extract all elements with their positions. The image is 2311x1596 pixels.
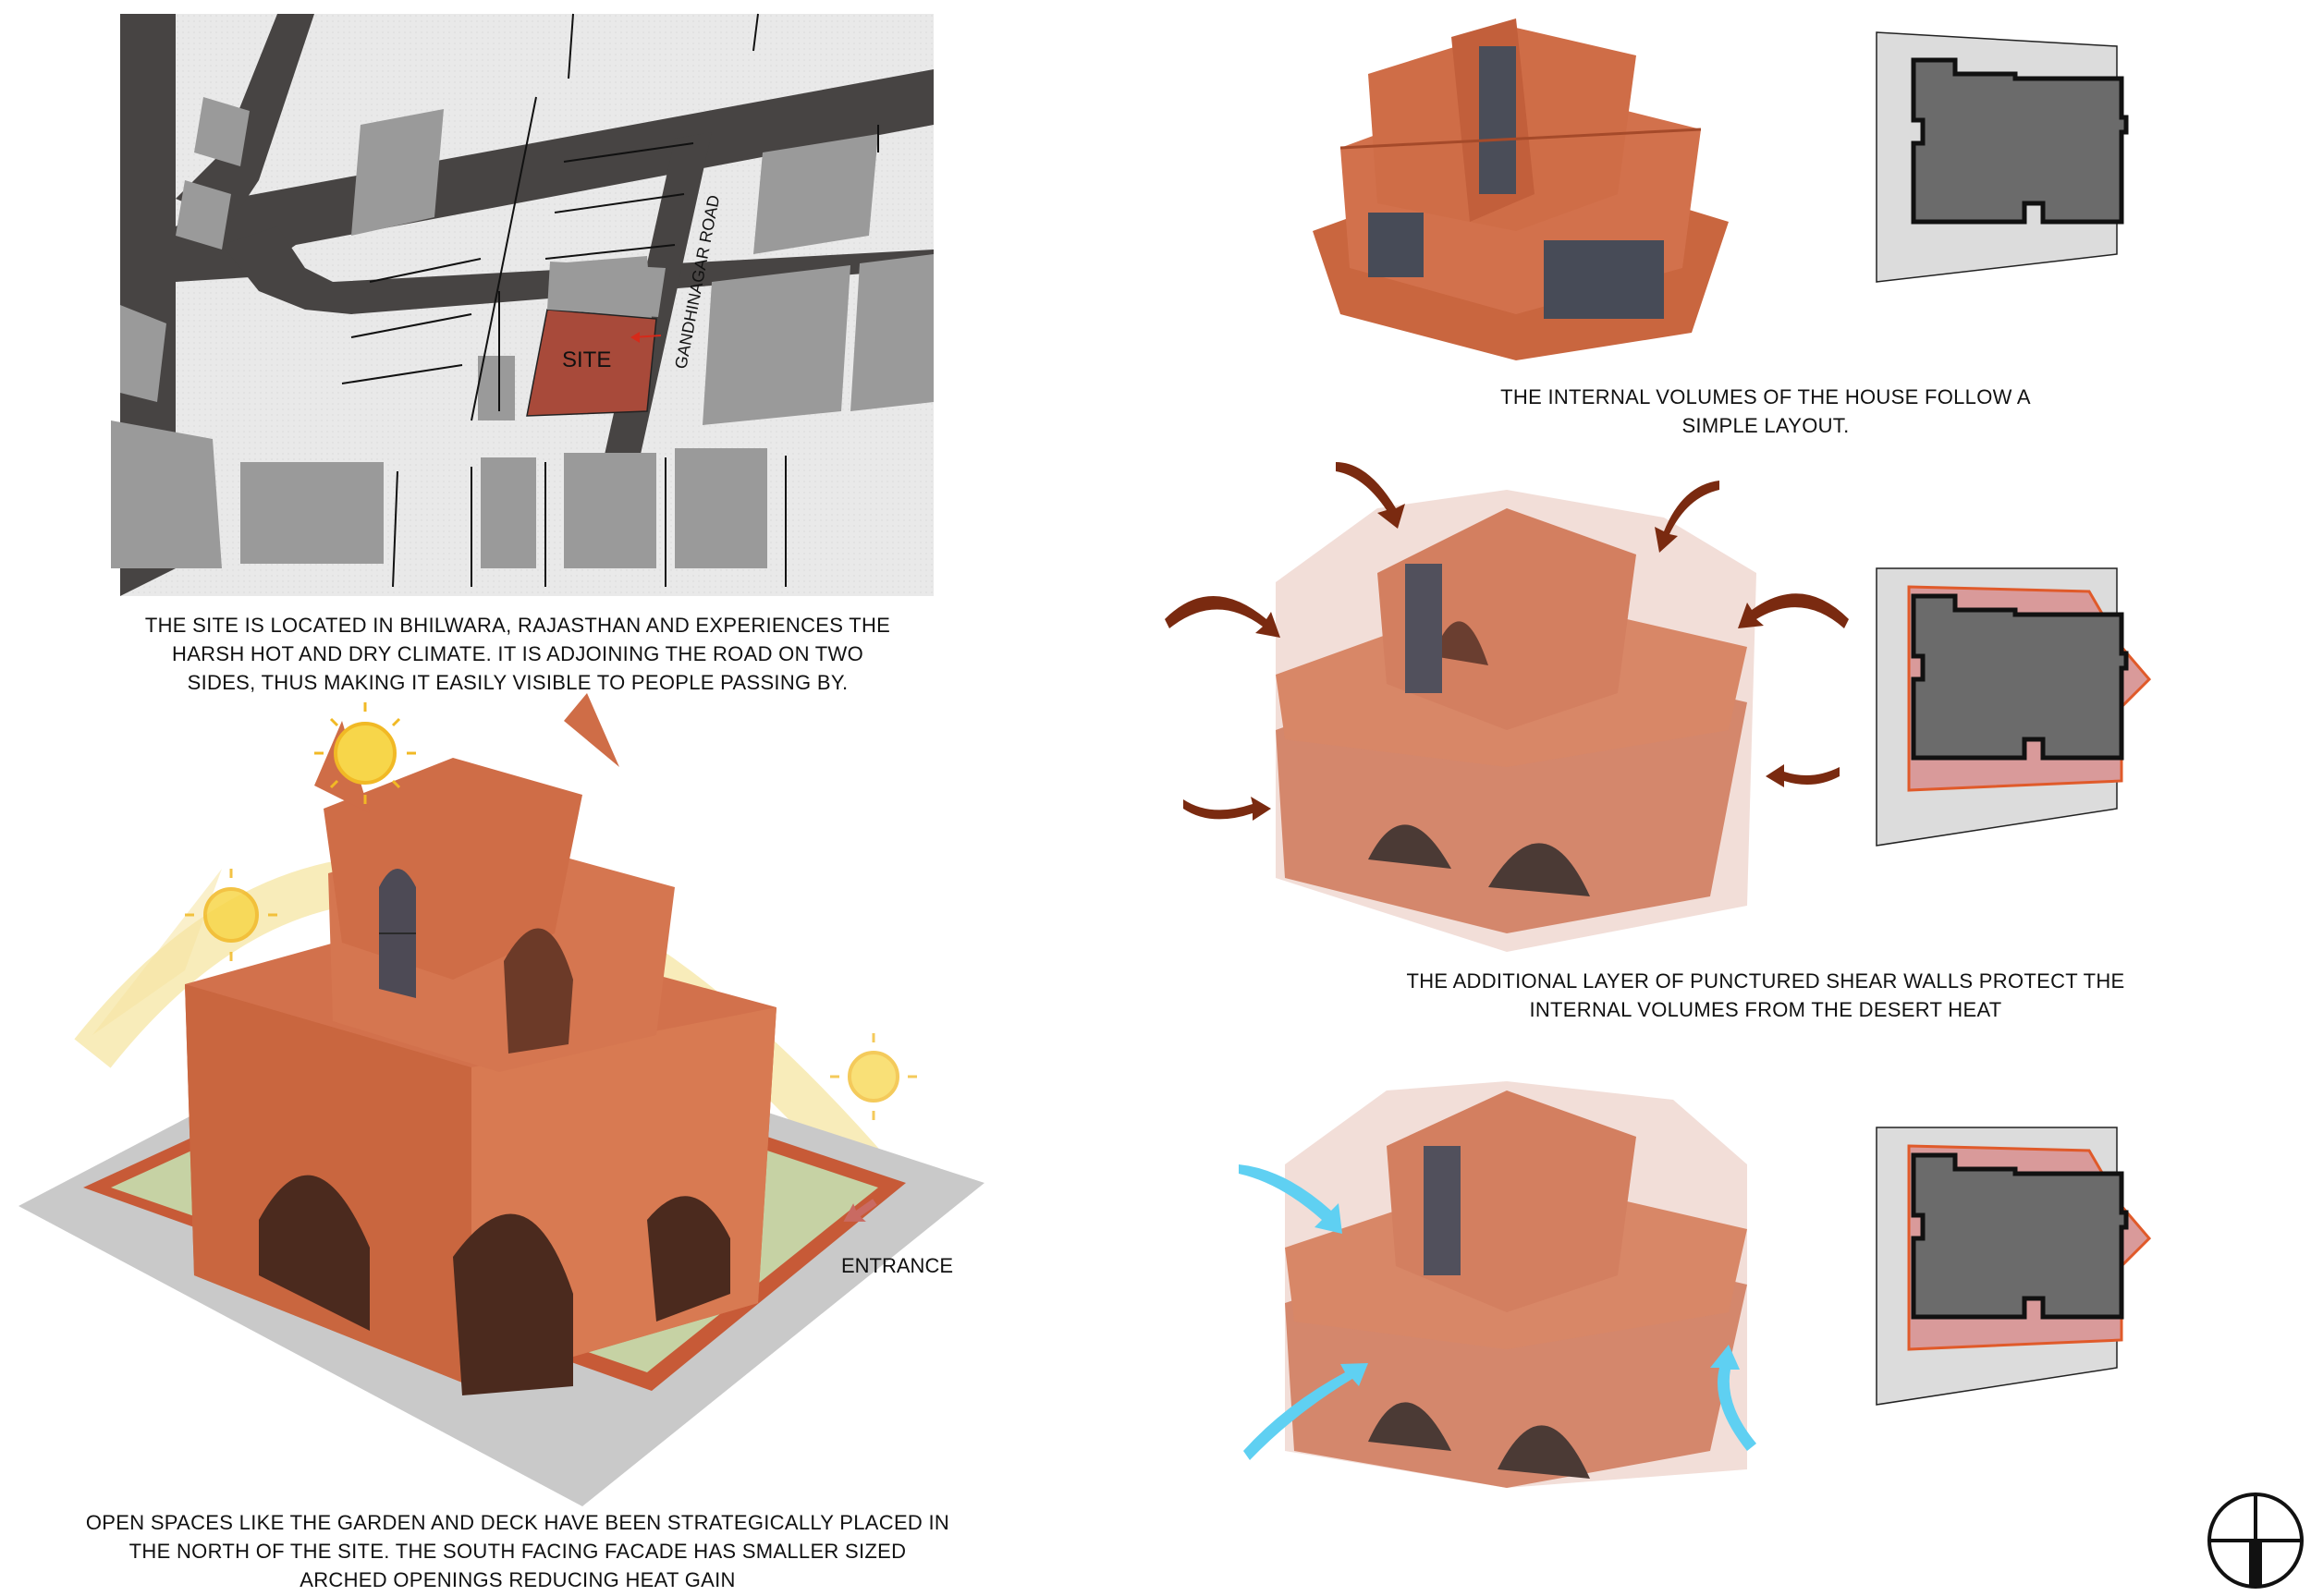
wind-arrow-icon (1165, 462, 1849, 821)
air-flow-arrow-icon (1239, 1164, 1756, 1460)
site-plot (526, 309, 657, 417)
adjacent-plot (547, 262, 666, 317)
shear-caption-line: THE ADDITIONAL LAYER OF PUNCTURED SHEAR … (1406, 969, 2125, 993)
entrance-label: ENTRANCE (841, 1254, 954, 1277)
site-caption-line: THE SITE IS LOCATED IN BHILWARA, RAJASTH… (144, 614, 891, 637)
shear-walls-model (1165, 462, 1849, 952)
garden-caption-line: ARCHED OPENINGS REDUCING HEAT GAIN (300, 1568, 736, 1591)
shear-caption-line: INTERNAL VOLUMES FROM THE DESERT HEAT (1529, 998, 2002, 1021)
site-pointer-head (630, 332, 640, 343)
house-model (185, 693, 776, 1395)
site-label: SITE (562, 347, 611, 372)
volumes-caption: THE INTERNAL VOLUMES OF THE HOUSE FOLLOW… (1414, 383, 2117, 440)
volumes-caption-line: THE INTERNAL VOLUMES OF THE HOUSE FOLLOW… (1500, 385, 2031, 408)
plot-lines (341, 13, 879, 588)
sun-rays (92, 869, 222, 1035)
shear-caption: THE ADDITIONAL LAYER OF PUNCTURED SHEAR … (1350, 967, 2182, 1024)
site-caption-line: SIDES, THUS MAKING IT EASILY VISIBLE TO … (187, 671, 849, 694)
garden-caption: OPEN SPACES LIKE THE GARDEN AND DECK HAV… (37, 1508, 998, 1594)
sun-icon (314, 702, 416, 804)
plan-footprint (1911, 1152, 2129, 1320)
plan-footprint (1911, 57, 2129, 225)
plan-footprint (1911, 593, 2129, 761)
site-caption-line: HARSH HOT AND DRY CLIMATE. IT IS ADJOINI… (172, 642, 863, 665)
site-caption: THE SITE IS LOCATED IN BHILWARA, RAJASTH… (139, 611, 897, 697)
plan-diagram (1876, 31, 2129, 283)
garden-caption-line: OPEN SPACES LIKE THE GARDEN AND DECK HAV… (85, 1511, 950, 1534)
entrance-arrow-icon (843, 1199, 877, 1222)
internal-volumes-model (1313, 18, 1729, 360)
plan-diagram-ventilation (1876, 1127, 2152, 1406)
ventilation-model (1239, 1081, 1756, 1488)
sun-icon (185, 869, 277, 961)
volumes-caption-line: SIMPLE LAYOUT. (1681, 414, 1850, 437)
sun-path-diagram (18, 693, 984, 1506)
site-map: SITE GANDHINAGAR ROAD (111, 13, 934, 596)
plan-diagram-shear (1876, 567, 2152, 847)
garden-caption-line: THE NORTH OF THE SITE. THE SOUTH FACING … (128, 1540, 907, 1563)
north-arrow-icon (2207, 1492, 2304, 1589)
sun-icon (830, 1033, 917, 1120)
